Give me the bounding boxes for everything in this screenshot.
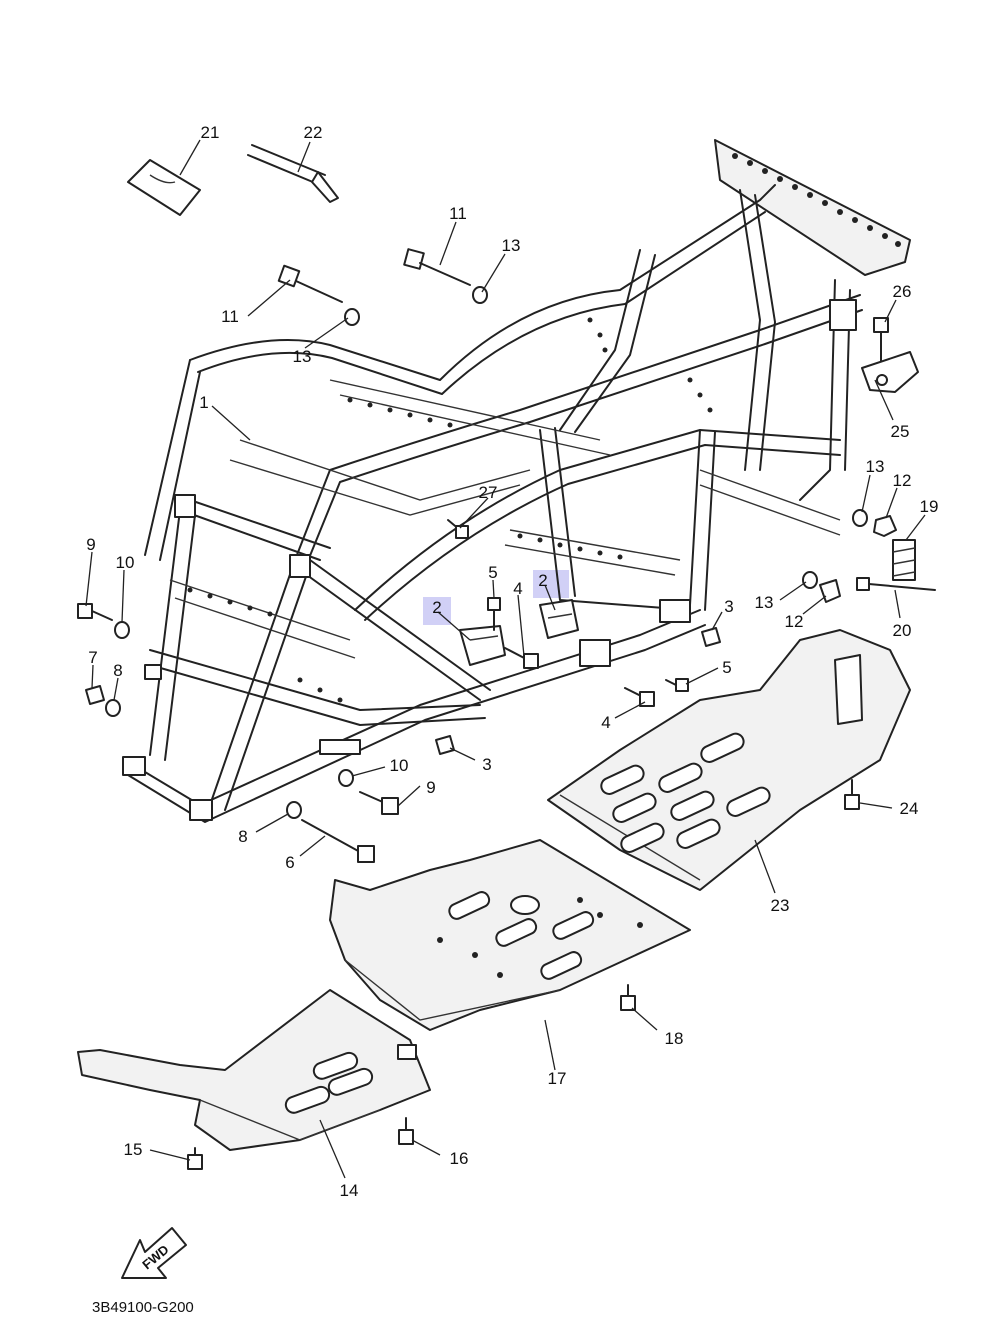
forward-direction-arrow: FWD [121,1227,187,1279]
callout-3-right: 3 [724,597,733,616]
callout-9-left: 9 [86,535,95,554]
bolt-27 [447,519,469,539]
callout-1: 1 [199,393,208,412]
bolt-20 [398,1117,414,1145]
callout-5-right: 5 [722,658,731,677]
callout-5-center: 5 [488,563,497,582]
bolt-5-right [665,678,689,692]
callout-2-right: 2 [538,571,547,590]
callout-10-lower: 10 [390,756,409,775]
callout-26: 26 [893,282,912,301]
part-25-bracket [861,351,919,393]
callout-8-left: 8 [113,661,122,680]
callout-highlight-2b [533,570,569,598]
washer-10-lower [338,769,354,787]
callout-12-right: 12 [893,471,912,490]
callout-17: 22 [304,123,323,142]
callout-3-center: 3 [482,755,491,774]
nut-3-center [435,735,455,755]
bolt-22 [620,984,636,1011]
washer-8-lower [286,801,302,819]
callout-18: 14 [340,1181,359,1200]
callout-7: 7 [88,648,97,667]
rear-rack-plate [714,139,911,276]
callout-22: 18 [665,1029,684,1048]
bolt-11-upper [403,248,471,286]
callout-11-upper: 11 [449,204,467,223]
skid-21-center-hole [510,895,540,915]
bolt-11-lower [277,264,343,303]
callout-14: 19 [920,497,939,516]
callout-20: 16 [450,1149,469,1168]
callout-23: 23 [771,896,790,915]
nut-12-right [873,515,897,537]
part-15-bolt [856,577,936,591]
callout-13-lower: 13 [293,347,312,366]
callout-9-lower: 9 [426,778,435,797]
skid-23-slots [600,732,771,853]
callout-21: 17 [548,1069,567,1088]
part-17-tool [247,144,339,203]
skid-18-slots [284,1051,374,1114]
nut-7 [85,685,105,705]
callout-12-lower-right: 12 [785,612,804,631]
callout-15: 20 [893,621,912,640]
washer-13-right [852,509,868,527]
skid-21-slots [448,891,595,980]
bolt-4-right [624,687,655,707]
part-18-skid-plate [77,989,431,1151]
bolt-24 [844,779,860,810]
bolt-4-center [504,647,539,669]
washer-10-left [114,621,130,639]
part-21-skid-plate [329,839,691,1031]
callout-8-lower: 8 [238,827,247,846]
bolt-9-left [77,603,113,621]
part-16-pouch [127,159,201,216]
washer-13-lower [344,308,360,326]
callout-4-right: 4 [601,713,610,732]
nut-3-right [701,627,721,647]
callout-4-center: 4 [513,579,522,598]
bolt-9-lower [359,791,399,815]
callout-13-right: 13 [866,457,885,476]
bolt-19 [187,1147,203,1170]
callout-highlight-2a [423,597,451,625]
washer-8-left [105,699,121,717]
bolt-6 [301,819,375,863]
callout-16: 21 [201,123,220,142]
callout-10-left: 10 [116,553,135,572]
callout-11-lower: 11 [221,307,239,326]
figure-code: 3B49100-G200 [92,1299,194,1316]
part-2-bracket-left [459,625,506,666]
part-2-bracket-right [539,599,579,639]
callout-13-upper: 13 [502,236,521,255]
washer-13-lower-right [802,571,818,589]
callout-13-lower-right: 13 [755,593,774,612]
callout-25: 25 [891,422,910,441]
leader-lines [85,139,926,1179]
callout-19: 15 [124,1140,143,1159]
callout-6: 6 [285,853,294,872]
callout-27: 27 [479,483,498,502]
callout-2-left: 2 [432,598,441,617]
callout-labels: 21 22 11 13 11 13 1 26 25 13 12 19 20 13… [86,123,938,1200]
part-14-bushing [892,539,916,581]
washer-13-upper [472,286,488,304]
part-23-skid-plate [547,629,911,891]
main-frame [122,139,911,823]
callout-24: 24 [900,799,919,818]
